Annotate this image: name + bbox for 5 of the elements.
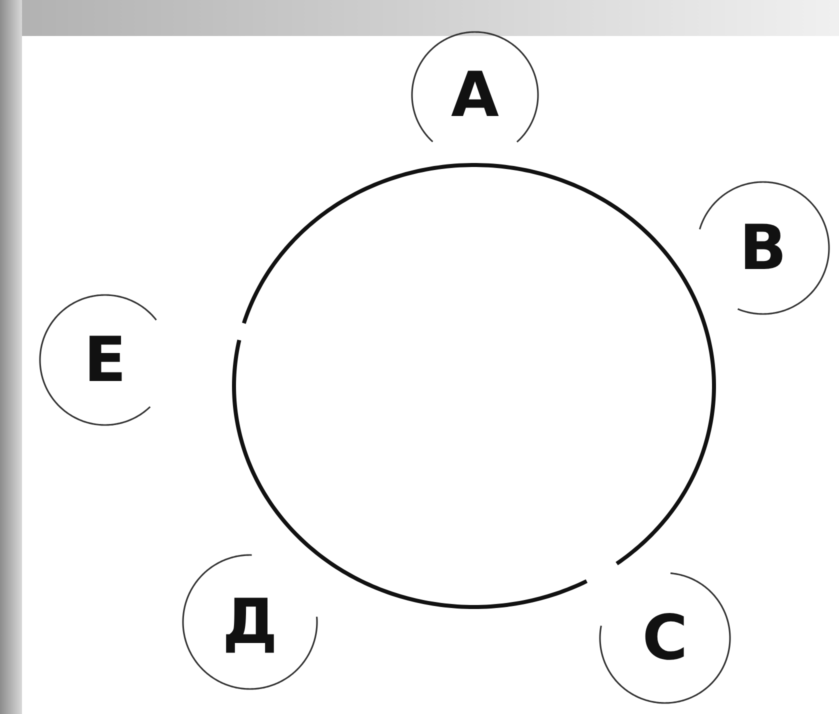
letter-label: B — [739, 217, 787, 279]
letter-label: Д — [222, 591, 278, 653]
letter-label: C — [642, 607, 688, 669]
letter-label: E — [84, 329, 126, 391]
letter-label: A — [451, 64, 499, 126]
